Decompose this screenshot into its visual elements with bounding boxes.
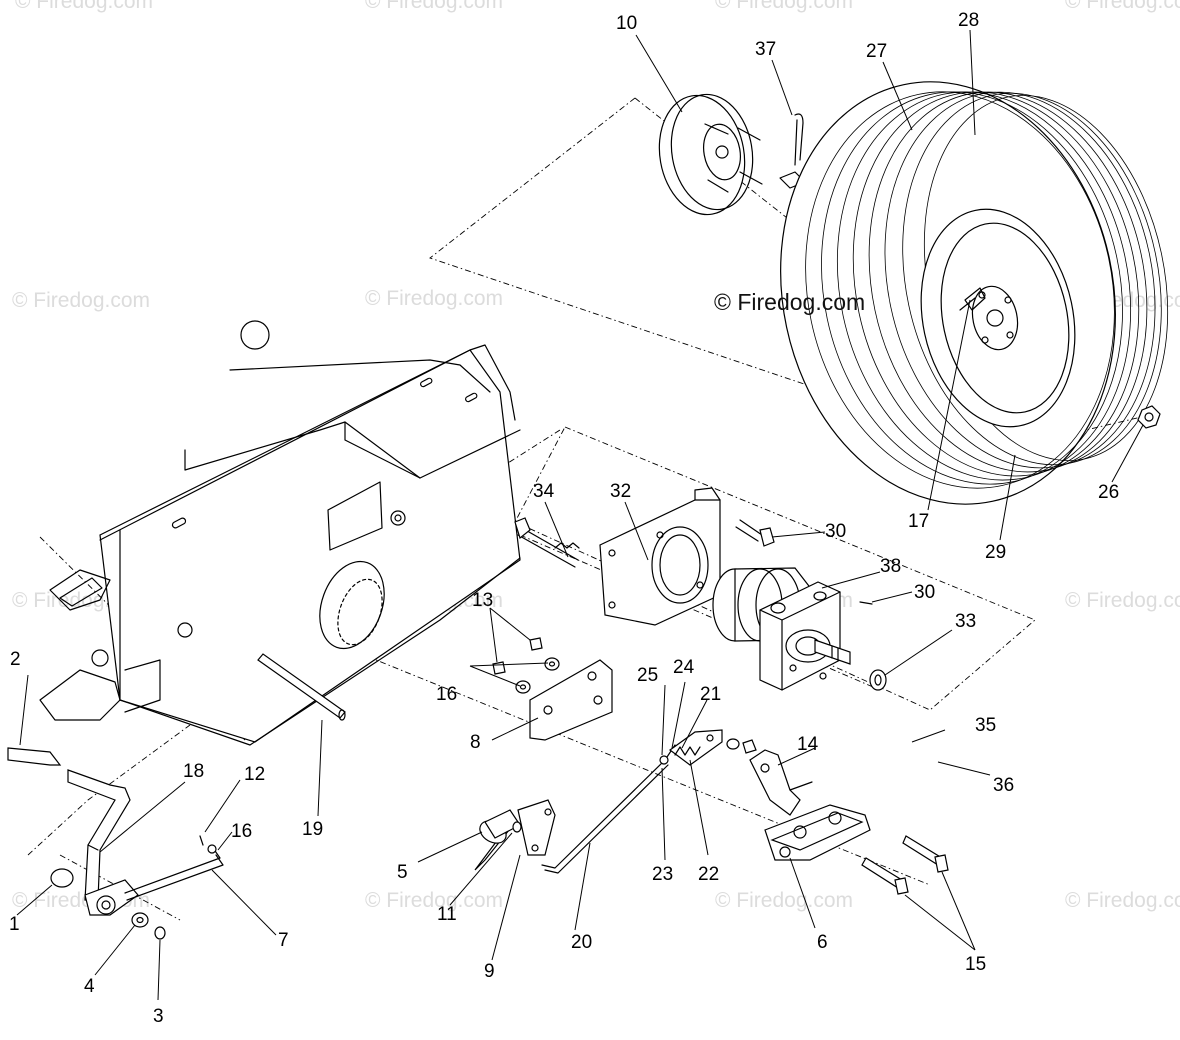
- callout-2: 2: [10, 649, 21, 670]
- callout-14: 14: [797, 734, 819, 755]
- washer-33: [869, 669, 887, 691]
- callout-1: 1: [9, 914, 20, 935]
- callout-38: 38: [880, 556, 901, 577]
- callout-29: 29: [985, 542, 1006, 563]
- bolt-34: [514, 517, 580, 568]
- bolt-30-upper: [735, 519, 775, 547]
- callout-35: 35: [975, 715, 996, 736]
- pedal-18: [7, 747, 224, 940]
- callout-10: 10: [616, 13, 637, 34]
- callout-23: 23: [652, 864, 673, 885]
- callout-13: 13: [472, 590, 493, 611]
- callout-4: 4: [84, 976, 95, 997]
- watermark: © Firedog.com: [715, 889, 853, 912]
- valve-stem-17: [959, 297, 976, 311]
- callout-32: 32: [610, 481, 631, 502]
- brake-rotor-hub: [658, 93, 806, 216]
- callout-6: 6: [817, 932, 828, 953]
- rod-20-clevis: [541, 729, 723, 874]
- callout-17: 17: [908, 511, 929, 532]
- callout-28: 28: [958, 10, 979, 31]
- watermark: © Firedog.com: [715, 0, 853, 13]
- callout-26: 26: [1098, 482, 1119, 503]
- callout-16-middle: 16: [436, 684, 457, 705]
- brake-caliper-6: [749, 749, 871, 861]
- callout-25: 25: [637, 665, 658, 686]
- callout-27: 27: [866, 41, 887, 62]
- bracket-32: [599, 487, 721, 626]
- callout-36: 36: [993, 775, 1014, 796]
- watermark: © Firedog.com: [1065, 0, 1180, 13]
- leader-lines: [16, 29, 1144, 1001]
- watermark: © Firedog.com: [1065, 889, 1180, 912]
- wheel-motor-38: [712, 567, 851, 691]
- callout-33: 33: [955, 611, 976, 632]
- plate-8: [529, 659, 613, 741]
- callout-labels: 10 37 27 28 26 17 29 34 32 30 38 30 33 1…: [9, 10, 1119, 1027]
- callout-18: 18: [183, 761, 204, 782]
- tire-wheel-assembly: [780, 81, 1169, 505]
- shaft-19: [257, 653, 346, 721]
- callout-34: 34: [533, 481, 555, 502]
- callout-30-lower: 30: [914, 582, 935, 603]
- small-hardware: [492, 601, 873, 754]
- callout-37: 37: [755, 39, 776, 60]
- callout-21: 21: [700, 684, 721, 705]
- callout-16-left: 16: [231, 821, 252, 842]
- callout-7: 7: [278, 930, 289, 951]
- callout-30-upper: 30: [825, 521, 846, 542]
- callout-19: 19: [302, 819, 323, 840]
- callout-24: 24: [673, 657, 695, 678]
- callout-12: 12: [244, 764, 265, 785]
- copyright-notice: © Firedog.com: [714, 289, 865, 315]
- callout-20: 20: [571, 932, 592, 953]
- pivot-9-bushing-5: [474, 799, 556, 871]
- watermark: © Firedog.com: [1065, 589, 1180, 612]
- watermark: © Firedog.com: [365, 0, 503, 13]
- callout-8: 8: [470, 732, 481, 753]
- callout-9: 9: [484, 961, 495, 982]
- lug-nut-26: [1137, 405, 1161, 429]
- watermark: © Firedog.com: [15, 0, 153, 13]
- callout-15: 15: [965, 954, 986, 975]
- frame-plate: [39, 320, 521, 746]
- pins-15: [861, 835, 949, 895]
- watermark: © Firedog.com: [365, 889, 503, 912]
- callout-3: 3: [153, 1006, 164, 1027]
- watermark: © Firedog.com: [12, 289, 150, 312]
- callout-22: 22: [698, 864, 719, 885]
- watermark: © Firedog.com: [365, 287, 503, 310]
- callout-11: 11: [437, 904, 457, 925]
- cotter-pin-37: [794, 113, 804, 166]
- callout-5: 5: [397, 862, 408, 883]
